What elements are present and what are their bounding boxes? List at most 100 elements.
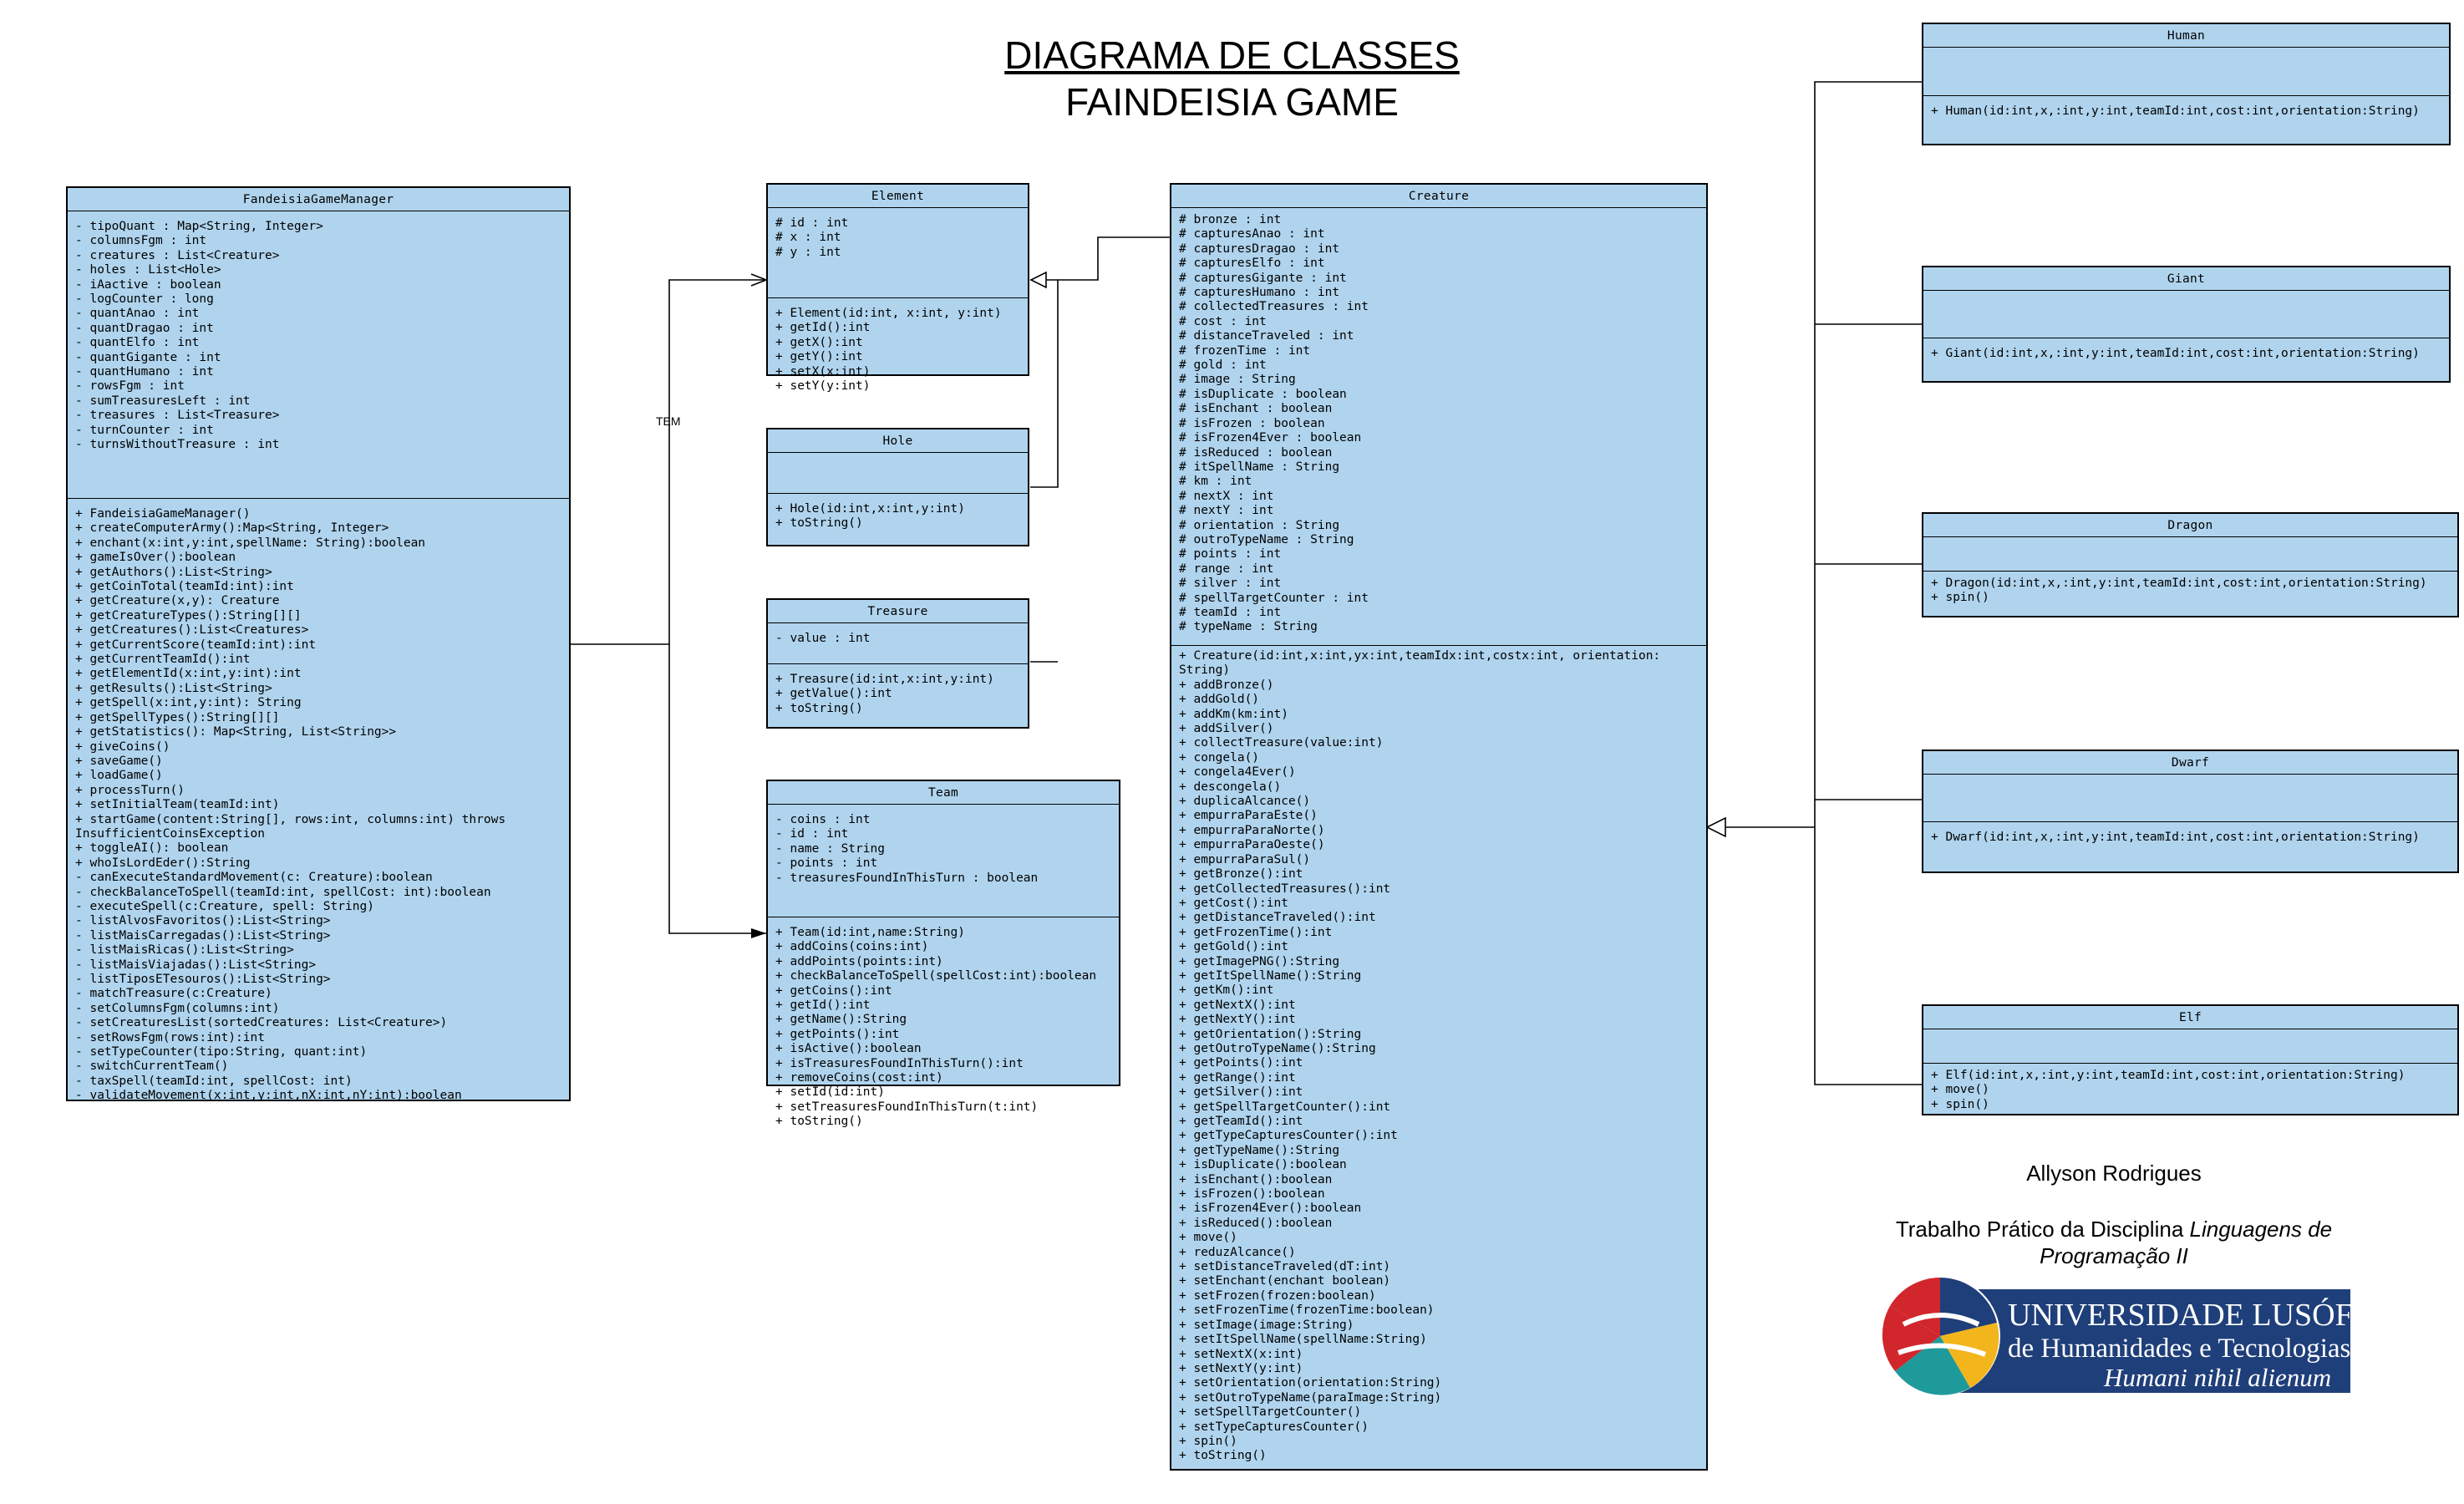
method-line: - canExecuteStandardMovement(c: Creature… (75, 871, 433, 885)
method-line: + startGame(content:String[], rows:int, … (75, 812, 513, 841)
class-giant[interactable]: Giant + Giant(id:int,x,:int,y:int,teamId… (1922, 266, 2451, 383)
method-line: + toString() (775, 1115, 863, 1129)
method-line: + giveCoins() (75, 739, 170, 754)
class-dwarf[interactable]: Dwarf + Dwarf(id:int,x,:int,y:int,teamId… (1922, 749, 2459, 873)
attribute-line: # cost : int (1179, 314, 1267, 328)
methods-section: + Human(id:int,x,:int,y:int,teamId:int,c… (1923, 95, 2449, 124)
attribute-line: - quantHumano : int (75, 365, 214, 379)
attribute-line: # collectedTreasures : int (1179, 300, 1369, 314)
method-line: + getCoinTotal(teamId:int):int (75, 580, 294, 594)
method-line: + Dragon(id:int,x,:int,y:int,teamId:int,… (1931, 577, 2427, 590)
method-line: + Hole(id:int,x:int,y:int) (775, 502, 965, 516)
method-line: + isActive():boolean (775, 1042, 922, 1056)
attribute-line: # orientation : String (1179, 518, 1340, 532)
class-name: Human (1923, 24, 2449, 48)
attribute-line: # isReduced : boolean (1179, 445, 1333, 460)
class-human[interactable]: Human + Human(id:int,x,:int,y:int,teamId… (1922, 23, 2451, 145)
association-to-element (570, 279, 766, 645)
class-name: Giant (1923, 267, 2449, 291)
method-line: + setItSpellName(spellName:String) (1179, 1333, 1427, 1347)
method-line: + getCreature(x,y): Creature (75, 594, 280, 608)
class-elf[interactable]: Elf + Elf(id:int,x,:int,y:int,teamId:int… (1922, 1004, 2459, 1115)
class-name: Dragon (1923, 514, 2457, 537)
attribute-line: # nextX : int (1179, 489, 1274, 503)
class-team[interactable]: Team - coins : int- id : int- name : Str… (766, 780, 1120, 1128)
method-line: + loadGame() (75, 769, 163, 783)
method-line: + getSpellTargetCounter():int (1179, 1100, 1391, 1114)
attribute-line: # itSpellName : String (1179, 460, 1340, 474)
method-line: - setCreaturesList(sortedCreatures: List… (75, 1016, 448, 1030)
class-name: Creature (1171, 185, 1706, 208)
attribute-line: # capturesDragao : int (1179, 241, 1340, 256)
course-text: Trabalho Prático da Disciplina Linguagen… (1872, 1216, 2356, 1269)
method-line: + Element(id:int, x:int, y:int) (775, 307, 1002, 320)
methods-section: + Element(id:int, x:int, y:int)+ getId()… (768, 297, 1028, 399)
method-line: + Creature(id:int,x:int,yx:int,teamIdx:i… (1179, 649, 1668, 678)
attribute-line: # isDuplicate : boolean (1179, 387, 1347, 401)
class-name: Hole (768, 429, 1028, 453)
attributes-section: - value : int (768, 623, 1028, 663)
attribute-line: # capturesGigante : int (1179, 271, 1347, 285)
attribute-line: - points : int (775, 856, 878, 871)
attribute-line: - rowsFgm : int (75, 379, 185, 394)
attribute-line: # typeName : String (1179, 620, 1318, 634)
method-line: + isTreasuresFoundInThisTurn():int (775, 1056, 1024, 1070)
attribute-line: - quantElfo : int (75, 336, 200, 350)
class-dragon[interactable]: Dragon + Dragon(id:int,x,:int,y:int,team… (1922, 512, 2459, 617)
method-line: - setColumnsFgm(columns:int) (75, 1001, 280, 1015)
attributes-section (1923, 775, 2457, 821)
attribute-line: # y : int (775, 245, 841, 259)
logo-motto: Humani nihil alienum (2103, 1363, 2331, 1392)
method-line: + Elf(id:int,x,:int,y:int,teamId:int,cos… (1931, 1069, 2406, 1082)
method-line: + isReduced():boolean (1179, 1216, 1333, 1230)
method-line: + move() (1931, 1083, 1989, 1097)
subclasses-bus (1814, 81, 1922, 1085)
method-line: + getRange():int (1179, 1070, 1296, 1085)
method-line: + setDistanceTraveled(dT:int) (1179, 1260, 1391, 1274)
attribute-line: - quantDragao : int (75, 321, 214, 335)
method-line: + processTurn() (75, 783, 185, 797)
method-line: - listMaisCarregadas():List<String> (75, 928, 331, 943)
method-line: + addPoints(points:int) (775, 954, 943, 968)
logo-line2: de Humanidades e Tecnologias (2008, 1334, 2350, 1364)
method-line: + Team(id:int,name:String) (775, 926, 965, 939)
attribute-line: - name : String (775, 841, 885, 856)
method-line: + getCost():int (1179, 896, 1288, 910)
attributes-section: - tipoQuant : Map<String, Integer>- colu… (68, 211, 569, 498)
method-line: + getPoints():int (775, 1027, 900, 1041)
method-line: + addKm(km:int) (1179, 707, 1288, 721)
method-line: + getId():int (775, 321, 871, 335)
method-line: + Dwarf(id:int,x,:int,y:int,teamId:int,c… (1931, 831, 2420, 844)
attribute-line: # isFrozen : boolean (1179, 416, 1325, 430)
attribute-line: - columnsFgm : int (75, 234, 207, 248)
attribute-line: # isFrozen4Ever : boolean (1179, 431, 1362, 445)
method-line: + getNextY():int (1179, 1013, 1296, 1027)
logo-line1: UNIVERSIDADE LUSÓFONA (2008, 1298, 2355, 1333)
method-line: + setTypeCapturesCounter() (1179, 1420, 1369, 1434)
attribute-line: - creatures : List<Creature> (75, 248, 280, 262)
method-line: + Treasure(id:int,x:int,y:int) (775, 673, 994, 686)
method-line: - setRowsFgm(rows:int):int (75, 1030, 265, 1044)
method-line: + getY():int (775, 350, 863, 364)
class-treasure[interactable]: Treasure - value : int + Treasure(id:int… (766, 598, 1029, 729)
method-line: + spin() (1179, 1434, 1237, 1448)
method-line: + setFrozen(frozen:boolean) (1179, 1288, 1376, 1303)
class-hole[interactable]: Hole + Hole(id:int,x:int,y:int)+ toStrin… (766, 428, 1029, 546)
method-line: + whoIsLordEder():String (75, 856, 251, 870)
method-line: + setNextX(x:int) (1179, 1347, 1303, 1361)
class-element[interactable]: Element # id : int# x : int# y : int + E… (766, 183, 1029, 393)
method-line: + gameIsOver():boolean (75, 551, 236, 565)
method-line: + toggleAI(): boolean (75, 841, 229, 856)
methods-section: + Giant(id:int,x,:int,y:int,teamId:int,c… (1923, 338, 2449, 366)
attribute-line: - tipoQuant : Map<String, Integer> (75, 220, 323, 233)
method-line: + addCoins(coins:int) (775, 940, 929, 954)
class-name: FandeisiaGameManager (68, 188, 569, 211)
attribute-line: - turnCounter : int (75, 423, 214, 437)
class-creature[interactable]: Creature # bronze : int# capturesAnao : … (1170, 183, 1708, 1471)
method-line: - validateMovement(x:int,y:int,nX:int,nY… (75, 1089, 462, 1103)
method-line: + saveGame() (75, 754, 163, 768)
method-line: - executeSpell(c:Creature, spell: String… (75, 899, 374, 913)
attributes-section: # bronze : int# capturesAnao : int# capt… (1171, 208, 1706, 645)
class-fandeisia-game-manager[interactable]: FandeisiaGameManager - tipoQuant : Map<S… (66, 186, 571, 1103)
attribute-line: # points : int (1179, 547, 1282, 561)
